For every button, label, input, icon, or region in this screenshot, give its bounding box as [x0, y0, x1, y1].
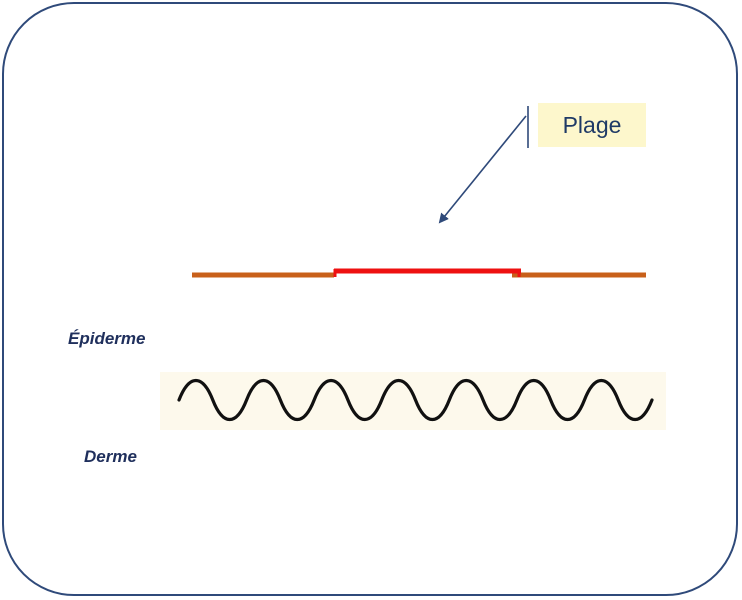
wave-background: [160, 372, 666, 430]
callout-box: Plage: [538, 103, 646, 147]
label-dermis: Derme: [84, 447, 137, 466]
label-epidermis: Épiderme: [68, 329, 146, 348]
dermo-epidermal-wave: [177, 379, 654, 421]
callout-text: Plage: [562, 111, 622, 138]
callout-arrow: [438, 115, 527, 224]
